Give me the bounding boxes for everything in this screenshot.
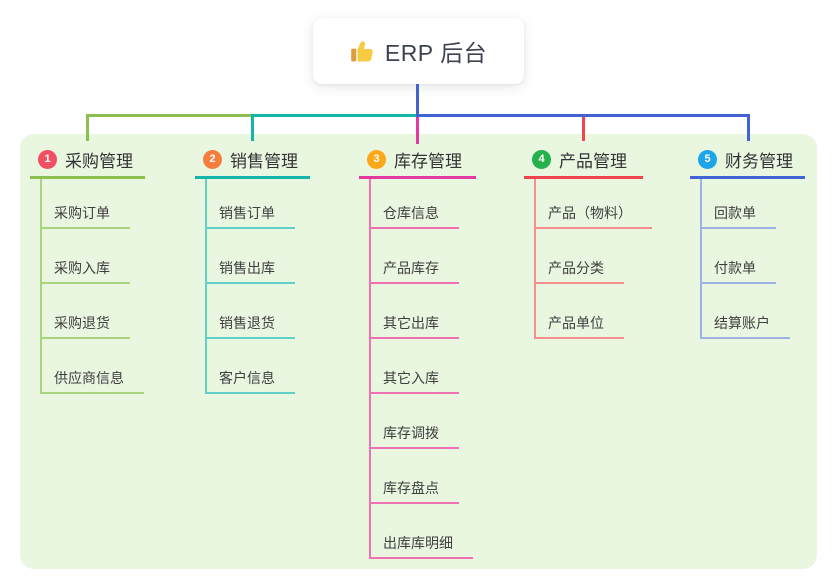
- thumbs-up-icon: [350, 39, 375, 63]
- child-item[interactable]: 产品单位: [536, 284, 624, 339]
- child-item[interactable]: 产品（物料）: [536, 179, 652, 229]
- branch-node-3[interactable]: 3 库存管理: [359, 142, 476, 179]
- connector-horizontal-left: [86, 114, 251, 117]
- branch-node-5[interactable]: 5 财务管理: [690, 142, 805, 179]
- branch-1: 1 采购管理采购订单采购入库采购退货供应商信息: [30, 142, 145, 394]
- child-item-label: 采购入库: [54, 260, 110, 276]
- child-item[interactable]: 其它出库: [371, 284, 459, 339]
- child-item-label: 仓库信息: [383, 205, 439, 221]
- branch-children: 采购订单采购入库采购退货供应商信息: [40, 179, 145, 394]
- connector-drop-4: [582, 117, 585, 141]
- child-item-label: 库存调拨: [383, 425, 439, 441]
- child-item-label: 销售出库: [219, 260, 275, 276]
- child-item[interactable]: 销售出库: [207, 229, 295, 284]
- connector-horizontal-right: [417, 114, 750, 117]
- child-item[interactable]: 销售退货: [207, 284, 295, 339]
- connector-drop-1: [86, 117, 89, 141]
- child-item-label: 产品分类: [548, 260, 604, 276]
- child-item-label: 销售退货: [219, 315, 275, 331]
- connector-horizontal-mid: [251, 114, 416, 117]
- child-item[interactable]: 库存盘点: [371, 449, 459, 504]
- branch-label: 销售管理: [230, 151, 298, 171]
- child-item-label: 采购订单: [54, 205, 110, 221]
- child-item[interactable]: 仓库信息: [371, 179, 459, 229]
- child-item-label: 客户信息: [219, 370, 275, 386]
- root-node[interactable]: ERP 后台: [313, 18, 524, 84]
- child-item[interactable]: 付款单: [702, 229, 776, 284]
- child-item-label: 回款单: [714, 205, 756, 221]
- child-item-label: 产品库存: [383, 260, 439, 276]
- child-item-label: 采购退货: [54, 315, 110, 331]
- child-item[interactable]: 回款单: [702, 179, 776, 229]
- child-item-label: 供应商信息: [54, 370, 124, 386]
- branch-number-badge: 1: [38, 149, 57, 169]
- child-item[interactable]: 出库库明细: [371, 504, 473, 559]
- branch-node-1[interactable]: 1 采购管理: [30, 142, 145, 179]
- branch-4: 4 产品管理产品（物料） 产品分类产品单位: [524, 142, 652, 339]
- child-item[interactable]: 供应商信息: [42, 339, 144, 394]
- child-item[interactable]: 其它入库: [371, 339, 459, 394]
- child-item-label: 出库库明细: [383, 535, 453, 551]
- branch-2: 2 销售管理销售订单销售出库销售退货客户信息: [195, 142, 310, 394]
- child-item[interactable]: 采购订单: [42, 179, 130, 229]
- child-item[interactable]: 产品分类: [536, 229, 624, 284]
- child-item-label: 产品单位: [548, 315, 604, 331]
- child-item-label: 销售订单: [219, 205, 275, 221]
- branch-5: 5 财务管理回款单付款单结算账户: [690, 142, 805, 339]
- child-item[interactable]: 采购入库: [42, 229, 130, 284]
- branch-number-badge: 2: [203, 149, 222, 169]
- branch-number-badge: 5: [698, 149, 717, 169]
- branch-label: 采购管理: [65, 151, 133, 171]
- connector-root-drop: [416, 84, 419, 117]
- branch-children: 产品（物料） 产品分类产品单位: [534, 179, 652, 339]
- child-item[interactable]: 采购退货: [42, 284, 130, 339]
- child-item[interactable]: 产品库存: [371, 229, 459, 284]
- branch-label: 库存管理: [394, 151, 462, 171]
- branch-children: 销售订单销售出库销售退货客户信息: [205, 179, 310, 394]
- child-item-label: 其它出库: [383, 315, 439, 331]
- child-item-label: 产品（物料）: [548, 205, 632, 221]
- root-label: ERP 后台: [384, 40, 488, 66]
- branch-3: 3 库存管理仓库信息产品库存其它出库其它入库库存调拨库存盘点出库库明细: [359, 142, 476, 559]
- branch-node-2[interactable]: 2 销售管理: [195, 142, 310, 179]
- connector-drop-3: [416, 117, 419, 144]
- connector-drop-5: [747, 117, 750, 141]
- branch-children: 仓库信息产品库存其它出库其它入库库存调拨库存盘点出库库明细: [369, 179, 476, 559]
- child-item-label: 结算账户: [714, 315, 770, 331]
- branch-node-4[interactable]: 4 产品管理: [524, 142, 643, 179]
- branch-label: 产品管理: [559, 151, 627, 171]
- branch-children: 回款单付款单结算账户: [700, 179, 805, 339]
- child-item[interactable]: 客户信息: [207, 339, 295, 394]
- child-item[interactable]: 销售订单: [207, 179, 295, 229]
- background-panel: [20, 134, 817, 569]
- child-item-label: 库存盘点: [383, 480, 439, 496]
- branch-number-badge: 4: [532, 149, 551, 169]
- child-item-label: 其它入库: [383, 370, 439, 386]
- branch-label: 财务管理: [725, 151, 793, 171]
- branch-number-badge: 3: [367, 149, 386, 169]
- child-item-label: 付款单: [714, 260, 756, 276]
- child-item[interactable]: 库存调拨: [371, 394, 459, 449]
- connector-drop-2: [251, 117, 254, 141]
- child-item[interactable]: 结算账户: [702, 284, 790, 339]
